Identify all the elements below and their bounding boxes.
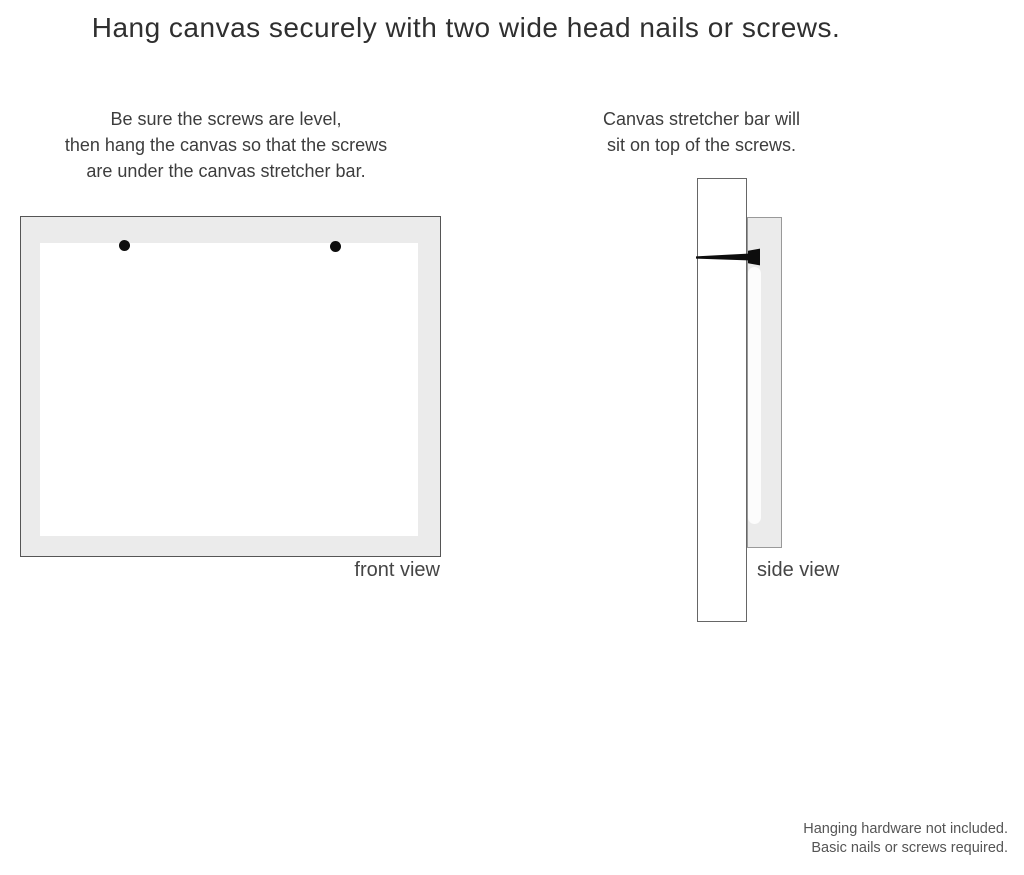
instruction-line: then hang the canvas so that the screws	[64, 135, 388, 155]
nail-icon	[696, 248, 760, 266]
nail-head-left-icon	[119, 240, 130, 251]
front-view-label: front view	[354, 559, 440, 581]
instruction-line: sit on top of the screws.	[606, 135, 797, 155]
nail-head-right-icon	[330, 241, 341, 252]
instruction-line: Canvas stretcher bar will	[602, 109, 801, 129]
side-view-label: side view	[757, 559, 840, 581]
footnote-line: Basic nails or screws required.	[811, 840, 1008, 856]
footnote-line: Hanging hardware not included.	[803, 821, 1008, 837]
canvas-side-view	[747, 217, 782, 548]
hardware-footnote: Hanging hardware not included. Basic nai…	[588, 820, 1008, 858]
page-title: Hang canvas securely with two wide head …	[91, 12, 841, 43]
front-view-instructions: Be sure the screws are level, then hang …	[14, 106, 438, 184]
instruction-line: are under the canvas stretcher bar.	[86, 161, 366, 181]
canvas-side-highlight	[748, 267, 761, 524]
stretcher-bar-side-view	[697, 178, 747, 622]
instruction-line: Be sure the screws are level,	[110, 109, 342, 129]
canvas-front-face	[40, 243, 418, 536]
side-view-instructions: Canvas stretcher bar will sit on top of …	[560, 106, 843, 158]
canvas-front-view	[20, 216, 441, 557]
